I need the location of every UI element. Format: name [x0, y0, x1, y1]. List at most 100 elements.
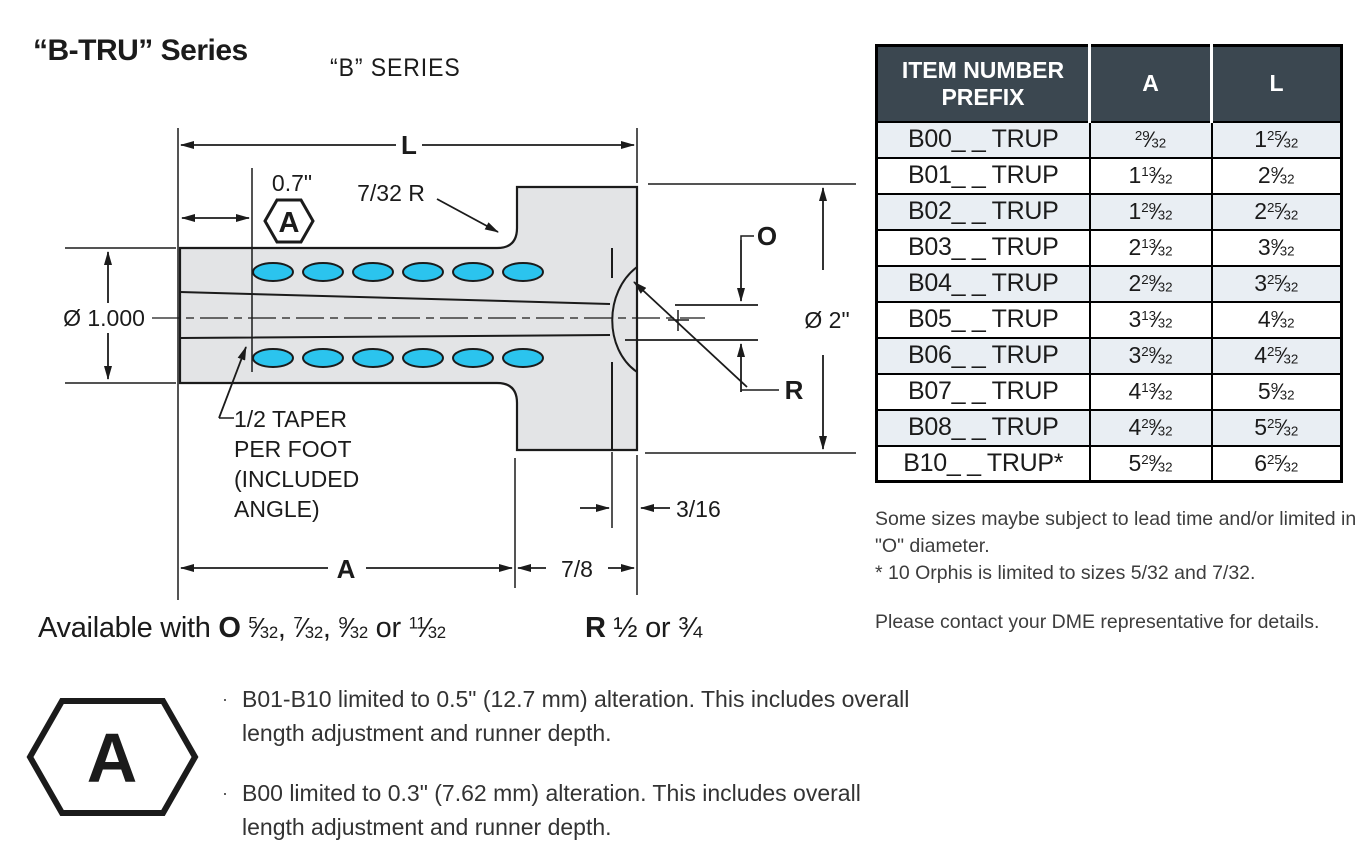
footnote-item: · B00 limited to 0.3" (7.62 mm) alteratio…: [222, 776, 922, 844]
item-prefix-cell: B07_ _ TRUP: [876, 372, 1090, 410]
table-row: B07_ _ TRUP 413⁄32 59⁄32: [876, 372, 1342, 410]
item-prefix-cell: B03_ _ TRUP: [876, 228, 1090, 266]
table-header-row: ITEM NUMBER PREFIX A L: [876, 45, 1342, 122]
dim-a-cell: 413⁄32: [1088, 372, 1212, 410]
availability-prefix: Available with: [38, 612, 211, 644]
table-note: Some sizes maybe subject to lead time an…: [875, 508, 1357, 557]
series-subtitle: “B” SERIES: [330, 54, 461, 82]
dim-label-shank-dia: Ø 1.000: [63, 305, 145, 331]
dim-a-cell: 529⁄32: [1088, 444, 1212, 482]
bullet-icon: ·: [222, 783, 228, 803]
item-prefix-cell: B10_ _ TRUP*: [876, 444, 1090, 482]
footnote-text: B01-B10 limited to 0.5" (12.7 mm) altera…: [242, 686, 910, 746]
dim-label-R: R: [785, 375, 804, 405]
fraction-value: 329⁄32: [1128, 342, 1173, 368]
fraction-value: 59⁄32: [1257, 378, 1295, 404]
bullet-icon: ·: [222, 689, 228, 709]
svg-text:ANGLE): ANGLE): [234, 496, 320, 522]
table-note: Please contact your DME representative f…: [875, 611, 1320, 633]
fraction-value: 49⁄32: [1257, 306, 1295, 332]
item-prefix-cell: B02_ _ TRUP: [876, 192, 1090, 230]
fraction-value: 7⁄32: [293, 612, 323, 643]
r-options: ½ or ¾: [613, 612, 702, 644]
table-row: B03_ _ TRUP 213⁄32 39⁄32: [876, 228, 1342, 266]
fraction-value: 5⁄32: [248, 612, 278, 643]
callout-hexagon-small: A: [263, 198, 315, 244]
table-row: B05_ _ TRUP 313⁄32 49⁄32: [876, 300, 1342, 338]
fraction-value: 425⁄32: [1254, 342, 1299, 368]
dim-l-cell: 49⁄32: [1210, 300, 1342, 338]
availability-o: Available with O 5⁄32, 7⁄32, 9⁄32 or 11⁄…: [38, 612, 446, 645]
callout-letter-large: A: [87, 719, 138, 797]
dim-label-fillet: 7/32 R: [357, 180, 425, 206]
fraction-value: 625⁄32: [1254, 449, 1299, 476]
dim-l-cell: 59⁄32: [1210, 372, 1342, 410]
item-prefix-cell: B05_ _ TRUP: [876, 300, 1090, 338]
dim-label-0-7: 0.7": [272, 170, 312, 196]
dim-a-cell: 213⁄32: [1088, 228, 1212, 266]
footnote-text: B00 limited to 0.3" (7.62 mm) alteration…: [242, 780, 861, 840]
footnote-item: · B01-B10 limited to 0.5" (12.7 mm) alter…: [222, 682, 922, 750]
fraction-value: 225⁄32: [1254, 198, 1299, 224]
fraction-value: 213⁄32: [1128, 234, 1173, 260]
fraction-value: 529⁄32: [1128, 449, 1173, 476]
fraction-value: 429⁄32: [1128, 414, 1173, 440]
fraction-value: 229⁄32: [1128, 270, 1173, 296]
item-prefix-cell: B01_ _ TRUP: [876, 156, 1090, 194]
dim-a-cell: 29⁄32: [1088, 120, 1212, 158]
dimension-table: ITEM NUMBER PREFIX A L B00_ _ TRUP 29⁄32 1…: [875, 44, 1343, 483]
fraction-value: 413⁄32: [1128, 378, 1173, 404]
r-dim-letter: R: [585, 612, 606, 644]
svg-text:(INCLUDED: (INCLUDED: [234, 466, 359, 492]
radius-center-mark: [668, 310, 689, 331]
dim-a-cell: 329⁄32: [1088, 336, 1212, 374]
item-prefix-cell: B00_ _ TRUP: [876, 120, 1090, 158]
dim-l-cell: 525⁄32: [1210, 408, 1342, 446]
dim-a-cell: 229⁄32: [1088, 264, 1212, 302]
fraction-value: 11⁄32: [408, 612, 447, 643]
fraction-value: 313⁄32: [1128, 306, 1173, 332]
orifice-holes: [252, 262, 544, 368]
fraction-value: 125⁄32: [1254, 126, 1299, 152]
dim-label-L: L: [401, 130, 417, 160]
dim-label-head-thickness: 7/8: [561, 556, 593, 582]
dim-l-cell: 325⁄32: [1210, 264, 1342, 302]
callout-letter: A: [279, 207, 300, 239]
table-row: B08_ _ TRUP 429⁄32 525⁄32: [876, 408, 1342, 446]
taper-note: 1/2 TAPER PER FOOT (INCLUDED ANGLE): [234, 406, 359, 522]
item-prefix-cell: B06_ _ TRUP: [876, 336, 1090, 374]
fraction-value: 129⁄32: [1128, 198, 1173, 224]
footnote-list: · B01-B10 limited to 0.5" (12.7 mm) alter…: [222, 682, 922, 844]
dim-l-cell: 125⁄32: [1210, 120, 1342, 158]
dim-a-cell: 313⁄32: [1088, 300, 1212, 338]
table-row: B00_ _ TRUP 29⁄32 125⁄32: [876, 120, 1342, 158]
dim-l-cell: 625⁄32: [1210, 444, 1342, 482]
table-row: B10_ _ TRUP* 529⁄32 625⁄32: [876, 444, 1342, 482]
dim-l-cell: 39⁄32: [1210, 228, 1342, 266]
dim-label-seat-depth: 3/16: [676, 496, 721, 522]
dim-a-cell: 113⁄32: [1088, 156, 1212, 194]
fraction-value: 9⁄32: [338, 612, 368, 643]
table-note: * 10 Orphis is limited to sizes 5/32 and…: [875, 562, 1256, 584]
extension-lines: [65, 128, 856, 600]
dim-l-cell: 225⁄32: [1210, 192, 1342, 230]
table-row: B06_ _ TRUP 329⁄32 425⁄32: [876, 336, 1342, 374]
dim-l-cell: 425⁄32: [1210, 336, 1342, 374]
dim-a-cell: 429⁄32: [1088, 408, 1212, 446]
col-header-prefix: ITEM NUMBER PREFIX: [876, 45, 1090, 122]
fraction-value: 29⁄32: [1134, 127, 1167, 152]
col-header-A: A: [1088, 45, 1212, 122]
fraction-value: 29⁄32: [1257, 162, 1295, 188]
spherical-seat-arc: [611, 266, 638, 373]
dimension-lines: [104, 141, 827, 572]
o-dim-letter: O: [218, 612, 241, 644]
availability-r: R ½ or ¾: [585, 612, 702, 645]
fraction-value: 325⁄32: [1254, 270, 1299, 296]
o-options: 5⁄32, 7⁄32, 9⁄32 or 11⁄32: [248, 612, 447, 644]
dim-label-A: A: [337, 554, 356, 584]
item-prefix-cell: B08_ _ TRUP: [876, 408, 1090, 446]
